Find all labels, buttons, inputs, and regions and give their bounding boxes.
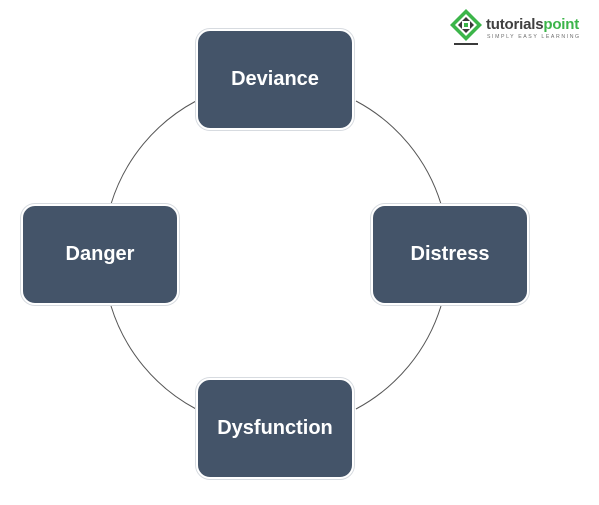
logo-word-tutorials: tutorials — [486, 16, 544, 33]
logo-emblem-icon — [450, 9, 482, 45]
node-distress: Distress — [371, 204, 529, 305]
node-dysfunction: Dysfunction — [196, 378, 354, 479]
node-danger-label: Danger — [65, 243, 135, 265]
arc-deviance-distress — [355, 100, 442, 205]
arc-distress-dysfunction — [355, 305, 442, 410]
node-deviance: Deviance — [196, 29, 354, 130]
tutorialspoint-logo: tutorialspoint SIMPLY EASY LEARNING — [448, 7, 593, 47]
logo-word-point: point — [543, 16, 580, 33]
logo-tagline: SIMPLY EASY LEARNING — [487, 34, 581, 40]
arc-dysfunction-danger — [110, 305, 197, 410]
node-deviance-label: Deviance — [231, 68, 319, 90]
logo-wordmark: tutorialspoint — [486, 16, 579, 33]
node-danger: Danger — [21, 204, 179, 305]
node-distress-label: Distress — [410, 243, 490, 265]
node-dysfunction-label: Dysfunction — [217, 417, 333, 439]
arc-danger-deviance — [110, 100, 197, 205]
